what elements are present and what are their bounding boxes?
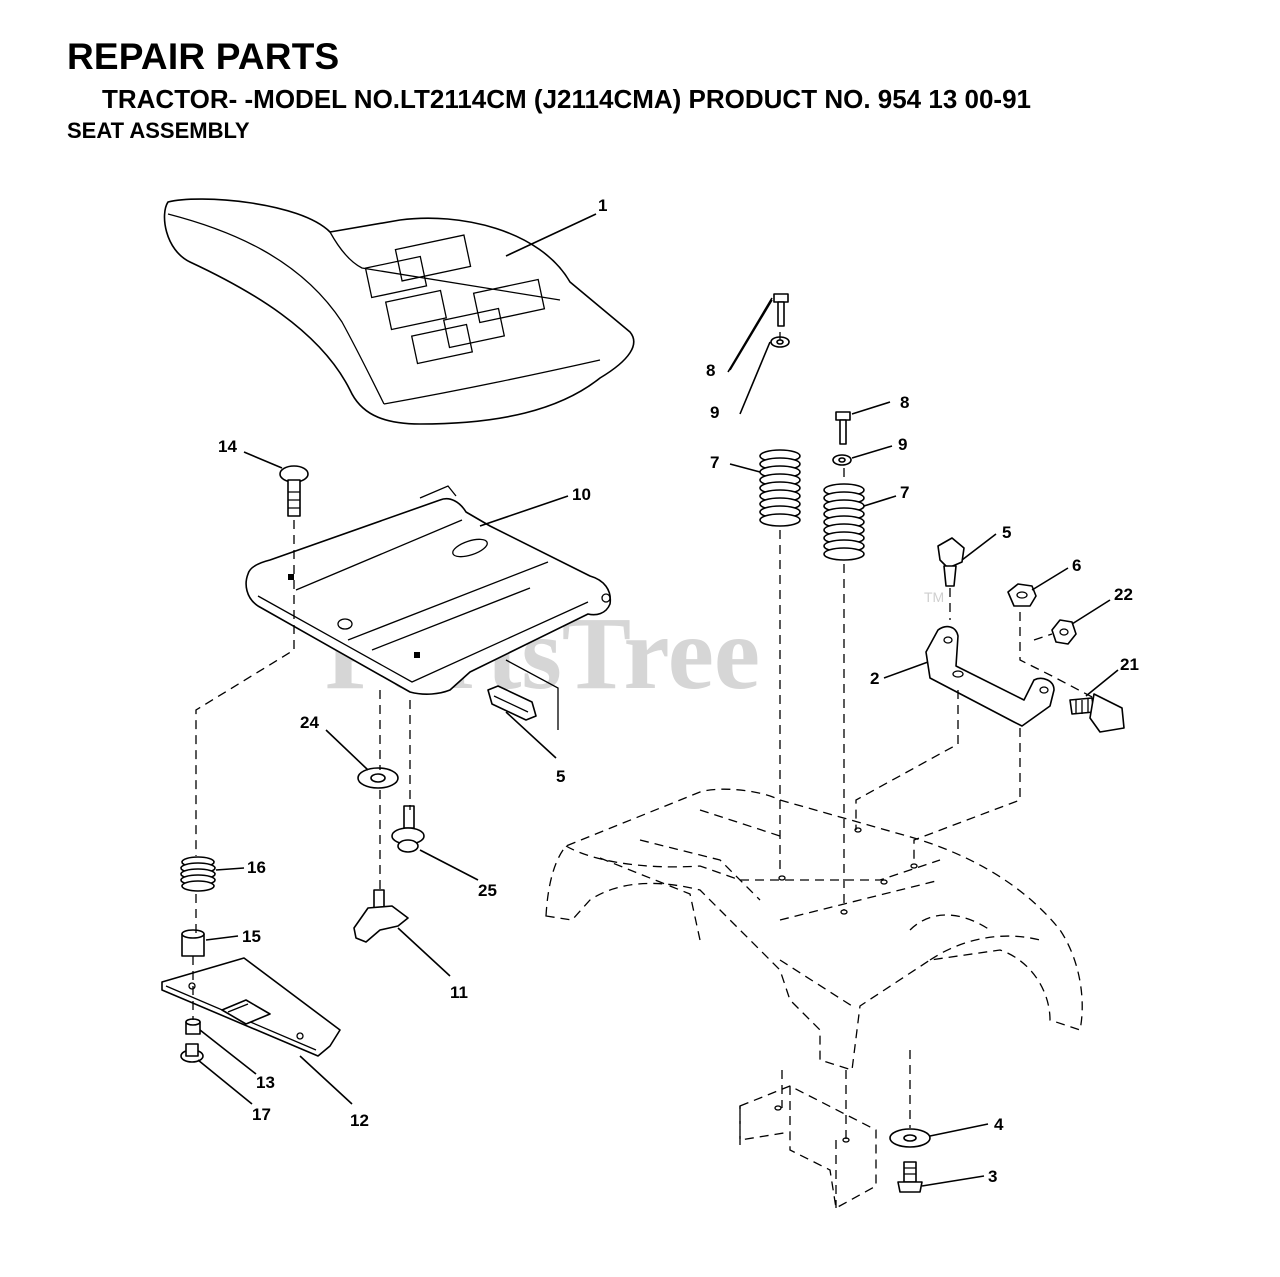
section-title: SEAT ASSEMBLY	[67, 118, 250, 143]
part-shoulder-bolt-right[interactable]	[1069, 693, 1125, 733]
callout-5-left: 5	[556, 767, 565, 786]
callout-10: 10	[572, 485, 591, 504]
callout-15: 15	[242, 927, 261, 946]
callout-11: 11	[450, 983, 468, 1002]
part-flange-nut[interactable]	[180, 1043, 204, 1063]
callout-1: 1	[598, 196, 607, 215]
part-seat-slide-bracket[interactable]	[161, 957, 341, 1057]
callout-13: 13	[256, 1073, 275, 1092]
part-lock-nut[interactable]	[1051, 619, 1077, 645]
callout-7-right: 7	[900, 483, 909, 502]
part-bolt-bottom[interactable]	[897, 1161, 923, 1193]
callout-4: 4	[994, 1115, 1004, 1134]
part-carriage-bolt[interactable]	[279, 465, 309, 517]
callout-6: 6	[1072, 556, 1081, 575]
callout-21: 21	[1120, 655, 1139, 674]
part-seat-bracket[interactable]	[925, 625, 1055, 727]
part-seat-pan[interactable]	[245, 485, 612, 695]
callout-8-left: 8	[706, 361, 715, 380]
part-washer-right[interactable]	[832, 454, 852, 466]
callout-9-right: 9	[898, 435, 907, 454]
callout-5-right: 5	[1002, 523, 1011, 542]
callout-14: 14	[218, 437, 237, 456]
callout-9-left: 9	[710, 403, 719, 422]
model-line: TRACTOR- -MODEL NO.LT2114CM (J2114CMA) P…	[102, 84, 1032, 114]
part-fender-frame	[545, 788, 1083, 1071]
part-clip-left[interactable]	[487, 659, 559, 730]
part-washer[interactable]	[357, 767, 399, 789]
callout-24: 24	[300, 713, 319, 732]
part-clip-right[interactable]	[937, 537, 965, 587]
part-nut-small[interactable]	[185, 1018, 201, 1035]
callout-22: 22	[1114, 585, 1133, 604]
callout-17: 17	[252, 1105, 271, 1124]
callout-16: 16	[247, 858, 266, 877]
callout-12: 12	[350, 1111, 369, 1130]
page-title: REPAIR PARTS	[67, 36, 340, 77]
part-spacer[interactable]	[181, 929, 205, 957]
part-washer-flat[interactable]	[889, 1128, 931, 1148]
watermark-trademark: TM	[924, 589, 944, 605]
part-lower-bracket	[739, 1085, 877, 1210]
callout-7-left: 7	[710, 453, 719, 472]
part-washer-left[interactable]	[770, 336, 790, 348]
callout-25: 25	[478, 881, 497, 900]
part-seat[interactable]	[163, 198, 635, 425]
part-bolt-left[interactable]	[773, 293, 789, 327]
part-shoulder-bolt[interactable]	[391, 805, 425, 853]
part-spring-small[interactable]	[180, 856, 216, 892]
callout-8-right: 8	[900, 393, 909, 412]
part-spring-left[interactable]	[759, 449, 801, 527]
part-hex-nut[interactable]	[1007, 583, 1037, 607]
callout-2: 2	[870, 669, 879, 688]
part-bolt-right[interactable]	[835, 411, 851, 445]
part-seat-knob[interactable]	[353, 889, 409, 943]
part-spring-right[interactable]	[823, 483, 865, 561]
callout-3: 3	[988, 1167, 997, 1186]
